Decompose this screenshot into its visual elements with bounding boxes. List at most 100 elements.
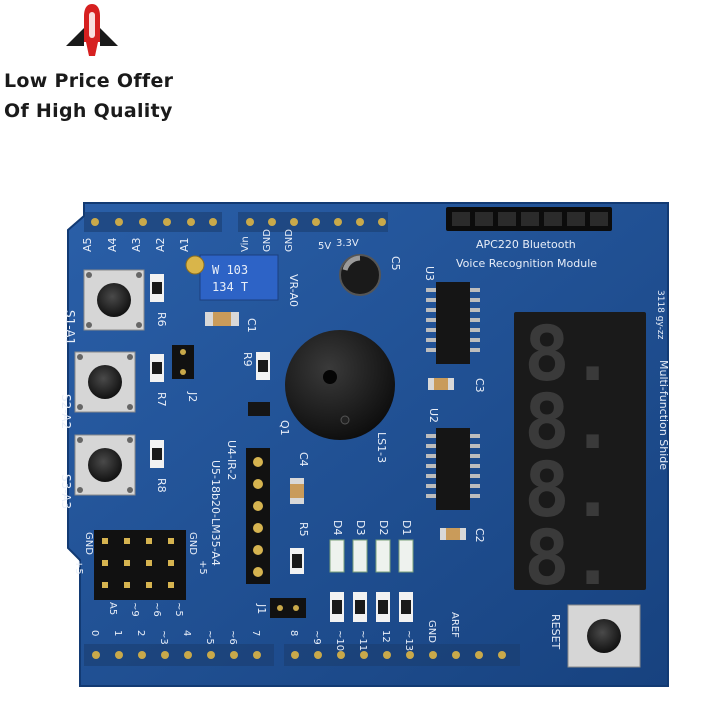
svg-text:~6: ~6 (151, 602, 162, 617)
jumper-j2 (172, 345, 194, 379)
svg-text:+5: +5 (73, 560, 84, 575)
servo-header-labels: GND +5 GND +5 A5 ~9 ~6 ~5 (73, 532, 208, 617)
seven-segment-display: 8. 8. 8. 8. (514, 309, 646, 602)
svg-text:RESET: RESET (549, 614, 562, 650)
module-subtitle: Voice Recognition Module (456, 257, 597, 270)
svg-text:A5: A5 (81, 237, 94, 252)
c5-label: C5 (389, 256, 402, 271)
svg-text:R6: R6 (155, 312, 168, 327)
svg-text:8.: 8. (524, 377, 616, 466)
svg-text:8.: 8. (524, 309, 616, 398)
svg-text:D3: D3 (354, 520, 367, 535)
svg-text:8.: 8. (524, 513, 616, 602)
svg-text:D1: D1 (400, 520, 413, 535)
svg-text:~11: ~11 (357, 630, 368, 651)
svg-text:Q1: Q1 (278, 420, 291, 436)
svg-text:2: 2 (135, 630, 146, 636)
svg-text:134 T: 134 T (212, 280, 248, 294)
c1-label: C1 (245, 318, 258, 333)
svg-text:C2: C2 (473, 528, 486, 543)
pot-label: VR-A0 (287, 274, 300, 307)
brand-slogan-line-2: Of High Quality (4, 100, 173, 122)
svg-text:~9: ~9 (129, 602, 140, 617)
svg-text:U4-IR-2: U4-IR-2 (225, 440, 238, 480)
svg-text:0: 0 (89, 630, 100, 636)
svg-text:R9: R9 (241, 352, 254, 367)
svg-text:~9: ~9 (311, 630, 322, 645)
reset-button (567, 604, 641, 668)
top-header-power (238, 212, 388, 232)
svg-text:GND: GND (187, 532, 198, 555)
svg-text:J1: J1 (255, 603, 268, 614)
svg-text:~13: ~13 (403, 630, 414, 651)
svg-text:AREF: AREF (449, 612, 460, 638)
svg-text:1: 1 (112, 630, 123, 636)
sensor-socket (246, 448, 270, 584)
side-label: Multi-function Shide (657, 360, 670, 470)
svg-text:C3: C3 (473, 378, 486, 393)
led-array (329, 539, 414, 622)
svg-text:Vin: Vin (240, 236, 251, 252)
resistors-left (150, 274, 164, 468)
svg-text:A1: A1 (178, 237, 191, 252)
svg-text:R8: R8 (155, 478, 168, 493)
svg-text:GND: GND (426, 620, 437, 643)
svg-text:D2: D2 (377, 520, 390, 535)
svg-text:~10: ~10 (334, 630, 345, 651)
top-analog-labels: A5 A4 A3 A2 A1 (81, 237, 191, 252)
svg-text:S3-A3: S3-A3 (59, 474, 73, 509)
svg-text:A3: A3 (130, 237, 143, 252)
servo-header (94, 530, 186, 600)
brand-watermark: Low Price Offer Of High Quality (0, 0, 200, 130)
potentiometer: W 103 134 T (185, 254, 279, 301)
svg-text:5V: 5V (318, 241, 331, 252)
svg-text:D4: D4 (331, 520, 344, 535)
svg-text:GND: GND (284, 229, 295, 252)
svg-text:S1-A1: S1-A1 (63, 310, 77, 345)
svg-text:3.3V: 3.3V (336, 238, 359, 249)
svg-text:C4: C4 (297, 452, 310, 467)
version-label: 3118 gy-zz (655, 290, 665, 340)
svg-text:S2-A2: S2-A2 (59, 394, 73, 429)
digital-pin-labels: 0 1 2 ~3 4 ~5 ~6 7 8 ~9 ~10 ~11 12 ~13 G… (89, 612, 460, 651)
ic-u3 (426, 282, 480, 364)
svg-text:A4: A4 (106, 237, 119, 252)
button-labels: S1-A1 S2-A2 S3-A3 (59, 310, 77, 509)
button-s2 (74, 351, 136, 413)
svg-text:U5-18b20-LM35-A4: U5-18b20-LM35-A4 (209, 460, 222, 566)
svg-text:7: 7 (250, 630, 261, 636)
svg-text:GND: GND (262, 229, 273, 252)
top-header-analog (84, 212, 222, 232)
svg-text:LS1-3: LS1-3 (375, 432, 388, 463)
svg-text:+5: +5 (197, 560, 208, 575)
ic-u2 (426, 428, 480, 510)
top-power-labels: Vin GND GND 5V 3.3V (240, 229, 359, 252)
svg-text:R5: R5 (297, 522, 310, 537)
svg-text:W 103: W 103 (212, 263, 248, 277)
svg-text:A5: A5 (107, 602, 118, 615)
led-labels: D4 D3 D2 D1 (331, 520, 413, 535)
svg-text:12: 12 (380, 630, 391, 643)
capacitor-c5 (339, 254, 381, 296)
svg-text:R7: R7 (155, 392, 168, 407)
button-s3 (74, 434, 136, 496)
module-title: APC220 Bluetooth (476, 238, 576, 251)
resistor-labels-left: R6 R7 R8 (155, 312, 168, 493)
button-s1 (83, 269, 145, 331)
svg-text:GND: GND (83, 532, 94, 555)
svg-text:A2: A2 (154, 237, 167, 252)
svg-text:J2: J2 (186, 391, 199, 402)
svg-text:8.: 8. (524, 445, 616, 534)
bottom-header-right (284, 644, 520, 666)
red-rocket-icon (66, 4, 118, 56)
apc220-header (446, 207, 612, 231)
svg-text:~3: ~3 (158, 630, 169, 645)
bottom-header-left (84, 644, 274, 666)
brand-slogan-line-1: Low Price Offer (4, 70, 174, 92)
svg-text:~5: ~5 (173, 602, 184, 617)
svg-text:8: 8 (288, 630, 299, 636)
svg-text:U3: U3 (423, 266, 436, 281)
svg-text:~6: ~6 (227, 630, 238, 645)
svg-text:U2: U2 (427, 408, 440, 423)
